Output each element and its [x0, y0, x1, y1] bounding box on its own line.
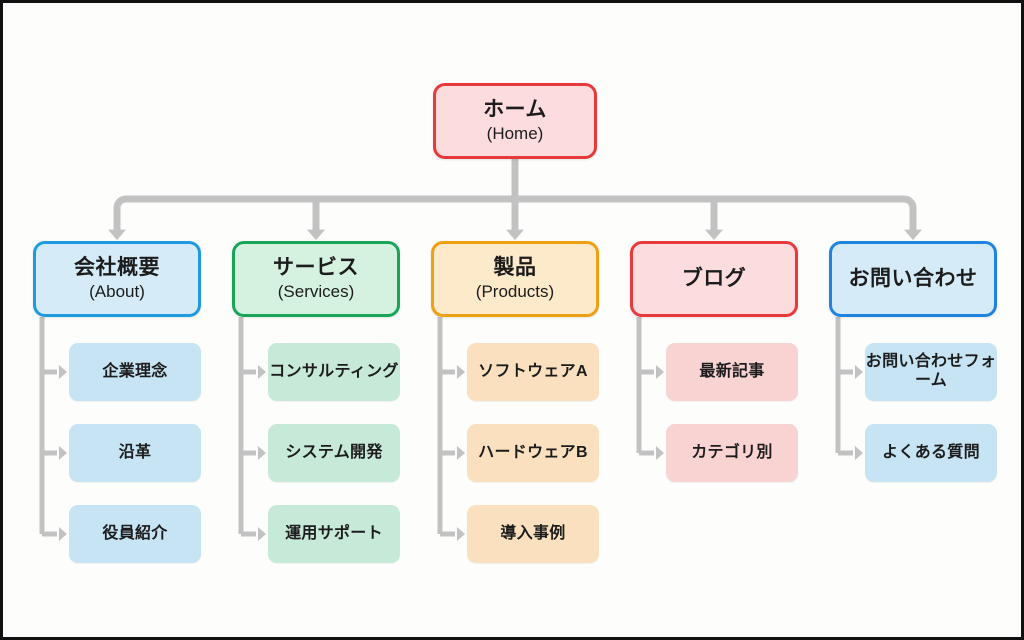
section-home[interactable]: ホーム (Home) — [433, 83, 597, 159]
page-casestudy-label-jp: 導入事例 — [500, 524, 566, 542]
arrow-right-casestudy — [456, 527, 465, 541]
page-contactform[interactable]: お問い合わせフォーム — [865, 343, 997, 401]
section-about[interactable]: 会社概要 (About) — [33, 241, 201, 317]
page-history[interactable]: 沿革 — [69, 424, 201, 482]
arrow-down-about — [108, 229, 126, 240]
page-hardwareb-label-jp: ハードウェアB — [478, 443, 588, 461]
section-contact[interactable]: お問い合わせ — [829, 241, 997, 317]
distribution-bus — [113, 195, 917, 209]
page-hardwareb[interactable]: ハードウェアB — [467, 424, 599, 482]
page-sysdev[interactable]: システム開発 — [268, 424, 400, 482]
page-opsupport-label-jp: 運用サポート — [285, 524, 383, 542]
arrow-right-opsupport — [257, 527, 266, 541]
page-consulting-label-jp: コンサルティング — [269, 362, 399, 380]
arrow-right-categories — [655, 446, 664, 460]
arrow-down-services — [307, 229, 325, 240]
page-history-label-jp: 沿革 — [118, 443, 152, 461]
section-products-label-en: (Products) — [475, 282, 555, 302]
section-blog[interactable]: ブログ — [630, 241, 798, 317]
page-executives[interactable]: 役員紹介 — [69, 505, 201, 563]
section-products-label-jp: 製品 — [493, 255, 537, 279]
arrow-right-contactform — [854, 365, 863, 379]
page-consulting[interactable]: コンサルティング — [268, 343, 400, 401]
section-services-label-jp: サービス — [273, 255, 359, 279]
section-contact-label-jp: お問い合わせ — [848, 266, 978, 290]
page-softwarea[interactable]: ソフトウェアA — [467, 343, 599, 401]
page-sysdev-label-jp: システム開発 — [285, 443, 383, 461]
section-about-label-en: (About) — [89, 282, 145, 302]
page-opsupport[interactable]: 運用サポート — [268, 505, 400, 563]
arrow-right-philosophy — [58, 365, 67, 379]
arrow-right-softwarea — [456, 365, 465, 379]
arrow-right-executives — [58, 527, 67, 541]
arrow-right-faq — [854, 446, 863, 460]
section-services[interactable]: サービス (Services) — [232, 241, 400, 317]
page-philosophy-label-jp: 企業理念 — [102, 362, 168, 380]
page-casestudy[interactable]: 導入事例 — [467, 505, 599, 563]
page-faq[interactable]: よくある質問 — [865, 424, 997, 482]
page-latest-label-jp: 最新記事 — [699, 362, 765, 380]
arrow-right-consulting — [257, 365, 266, 379]
page-contactform-label-jp: お問い合わせフォーム — [865, 353, 997, 389]
arrow-right-sysdev — [257, 446, 266, 460]
arrow-right-history — [58, 446, 67, 460]
section-blog-label-jp: ブログ — [681, 266, 747, 290]
section-home-label-en: (Home) — [486, 124, 544, 144]
page-softwarea-label-jp: ソフトウェアA — [478, 362, 588, 380]
section-products[interactable]: 製品 (Products) — [431, 241, 599, 317]
page-latest[interactable]: 最新記事 — [666, 343, 798, 401]
arrow-down-blog — [705, 229, 723, 240]
arrow-down-products — [506, 229, 524, 240]
section-home-label-jp: ホーム — [483, 97, 547, 121]
arrow-down-contact — [904, 229, 922, 240]
section-services-label-en: (Services) — [277, 282, 355, 302]
page-philosophy[interactable]: 企業理念 — [69, 343, 201, 401]
page-categories-label-jp: カテゴリ別 — [691, 443, 773, 461]
arrow-right-latest — [655, 365, 664, 379]
section-about-label-jp: 会社概要 — [74, 255, 160, 279]
arrow-right-hardwareb — [456, 446, 465, 460]
page-executives-label-jp: 役員紹介 — [102, 524, 168, 542]
page-faq-label-jp: よくある質問 — [882, 443, 980, 461]
page-categories[interactable]: カテゴリ別 — [666, 424, 798, 482]
